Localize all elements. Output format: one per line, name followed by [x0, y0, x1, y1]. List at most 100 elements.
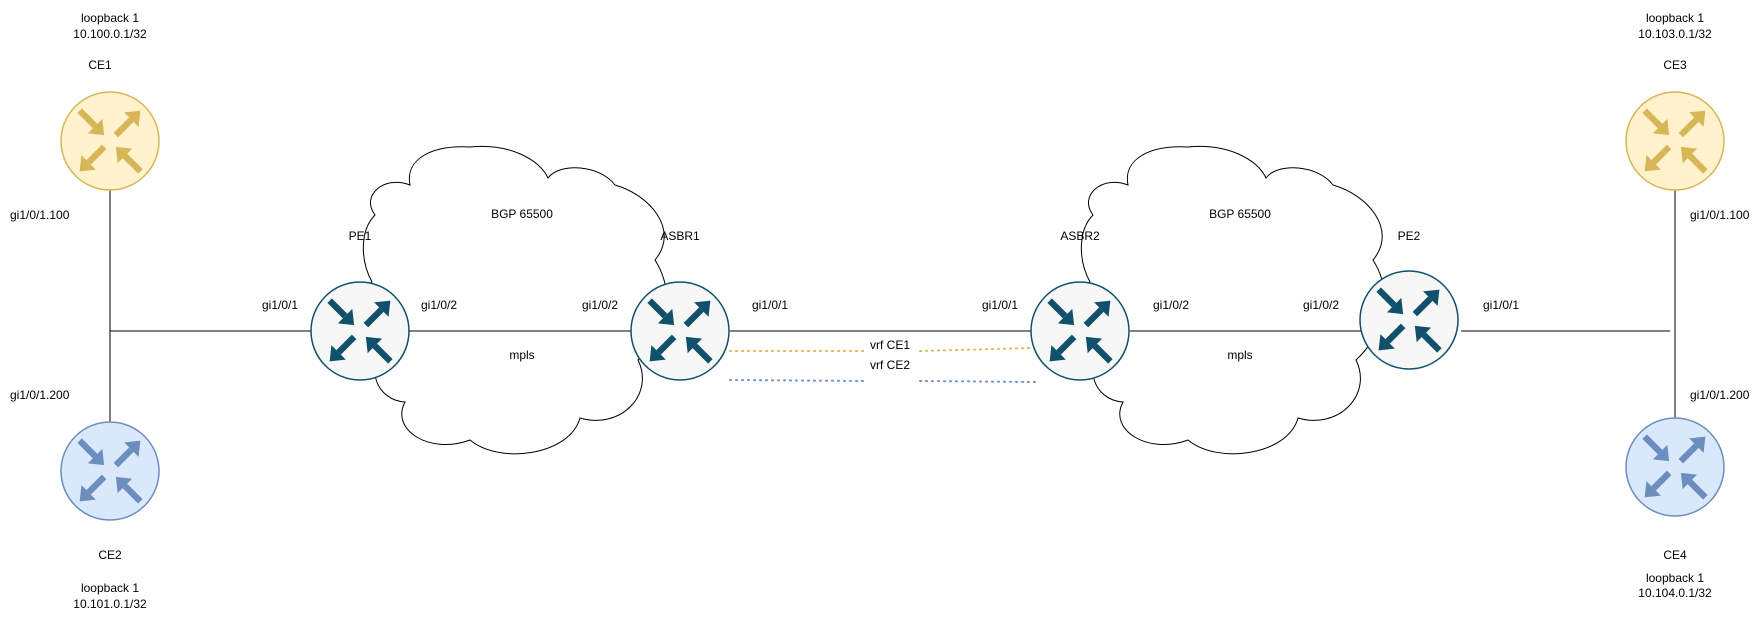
cloud-left-as: BGP 65500 — [491, 207, 553, 221]
router-arrow-head — [115, 476, 133, 494]
router-ce1[interactable] — [60, 91, 160, 191]
router-arrow-shaft — [1687, 479, 1708, 500]
router-arrow-shaft — [113, 447, 134, 468]
pe2-interface-left: gi1/0/2 — [1303, 298, 1339, 312]
cloud-right — [1075, 145, 1386, 455]
router-arrow-shaft — [1056, 334, 1077, 355]
asbr1-name: ASBR1 — [660, 229, 700, 243]
router-icon — [1625, 91, 1725, 191]
router-arrow-shaft — [122, 153, 143, 174]
router-arrow-shaft — [1678, 117, 1699, 138]
vrf-lines — [729, 347, 1037, 383]
router-arrow-head — [337, 308, 355, 326]
labels: loopback 1 10.100.0.1/32 CE1 gi1/0/1.100… — [10, 11, 1750, 611]
router-arrow-head — [685, 336, 703, 354]
cloud-left-shape — [357, 145, 668, 455]
ce2-interface: gi1/0/1.200 — [10, 388, 70, 402]
ce2-name: CE2 — [98, 548, 122, 562]
router-arrow-head — [1386, 297, 1404, 315]
ce3-name: CE3 — [1663, 58, 1687, 72]
router-icon — [1625, 417, 1725, 517]
router-arrow-head — [1680, 146, 1698, 164]
router-arrow-shaft — [1047, 298, 1068, 319]
ce2-loopback-label: loopback 1 — [81, 581, 139, 595]
router-arrow-shaft — [647, 298, 668, 319]
router-arrow-shaft — [1421, 332, 1442, 353]
router-arrow-shaft — [656, 334, 677, 355]
ce3-loopback-ip: 10.103.0.1/32 — [1638, 27, 1712, 41]
ce4-loopback-ip: 10.104.0.1/32 — [1638, 586, 1712, 600]
ce3-loopback-label: loopback 1 — [1646, 11, 1704, 25]
router-arrow-head — [87, 118, 105, 136]
asbr2-interface-right: gi1/0/2 — [1153, 298, 1189, 312]
router-arrow-shaft — [113, 117, 134, 138]
router-ce2[interactable] — [60, 421, 160, 521]
links — [109, 190, 1676, 422]
vrf-ce1-line-right — [919, 347, 1031, 352]
router-asbr2[interactable] — [1030, 281, 1130, 381]
router-arrow-shaft — [1412, 296, 1433, 317]
router-arrow-shaft — [77, 108, 98, 129]
router-arrow-head — [1652, 444, 1670, 462]
router-ce4[interactable] — [1625, 417, 1725, 517]
router-arrow-head — [124, 110, 141, 127]
ce4-loopback-label: loopback 1 — [1646, 571, 1704, 585]
router-asbr1[interactable] — [630, 281, 730, 381]
asbr2-interface-left: gi1/0/1 — [982, 298, 1018, 312]
ce4-name: CE4 — [1663, 548, 1687, 562]
router-pe2[interactable] — [1359, 270, 1459, 370]
router-arrow-head — [1414, 325, 1432, 343]
router-arrow-shaft — [1651, 144, 1672, 165]
vrf-ce2-label: vrf CE2 — [870, 358, 910, 372]
router-arrow-shaft — [1083, 307, 1104, 328]
router-arrow-head — [1049, 345, 1066, 362]
routers — [60, 91, 1725, 521]
router-arrow-shaft — [683, 307, 704, 328]
router-pe1[interactable] — [310, 281, 410, 381]
cloud-right-as: BGP 65500 — [1209, 207, 1271, 221]
pe1-name: PE1 — [349, 229, 372, 243]
router-arrow-shaft — [363, 307, 384, 328]
router-arrow-head — [694, 300, 711, 317]
vrf-ce2-line-left — [729, 379, 866, 382]
router-ce3[interactable] — [1625, 91, 1725, 191]
router-arrow-shaft — [1678, 443, 1699, 464]
router-icon — [630, 281, 730, 381]
router-arrow-shaft — [1376, 287, 1397, 308]
asbr1-interface-left: gi1/0/2 — [582, 298, 618, 312]
router-arrow-shaft — [86, 144, 107, 165]
router-arrow-head — [1094, 300, 1111, 317]
router-arrow-head — [329, 345, 346, 362]
router-arrow-head — [657, 308, 675, 326]
router-icon — [310, 281, 410, 381]
router-icon — [1359, 270, 1459, 370]
router-arrow-head — [1689, 110, 1706, 127]
vrf-ce1-label: vrf CE1 — [870, 338, 910, 352]
router-arrow-shaft — [77, 438, 98, 459]
router-arrow-shaft — [1385, 323, 1406, 344]
router-arrow-shaft — [1642, 108, 1663, 129]
router-icon — [60, 91, 160, 191]
pe2-interface-right: gi1/0/1 — [1483, 298, 1519, 312]
router-arrow-shaft — [327, 298, 348, 319]
router-arrow-head — [1652, 118, 1670, 136]
ce1-loopback-ip: 10.100.0.1/32 — [73, 27, 147, 41]
router-arrow-head — [1644, 481, 1661, 498]
router-arrow-head — [87, 448, 105, 466]
cloud-right-shape — [1075, 145, 1386, 455]
router-arrow-head — [79, 155, 96, 172]
ce1-name: CE1 — [88, 58, 112, 72]
cloud-left-transport: mpls — [509, 348, 534, 362]
asbr2-name: ASBR2 — [1060, 229, 1100, 243]
ce1-loopback-label: loopback 1 — [81, 11, 139, 25]
router-arrow-head — [365, 336, 383, 354]
router-icon — [60, 421, 160, 521]
router-arrow-head — [1423, 289, 1440, 306]
router-arrow-shaft — [1642, 434, 1663, 455]
router-arrow-shaft — [86, 474, 107, 495]
ce3-interface: gi1/0/1.100 — [1690, 208, 1750, 222]
pe1-interface-left: gi1/0/1 — [262, 298, 298, 312]
router-arrow-head — [1085, 336, 1103, 354]
router-arrow-head — [1057, 308, 1075, 326]
